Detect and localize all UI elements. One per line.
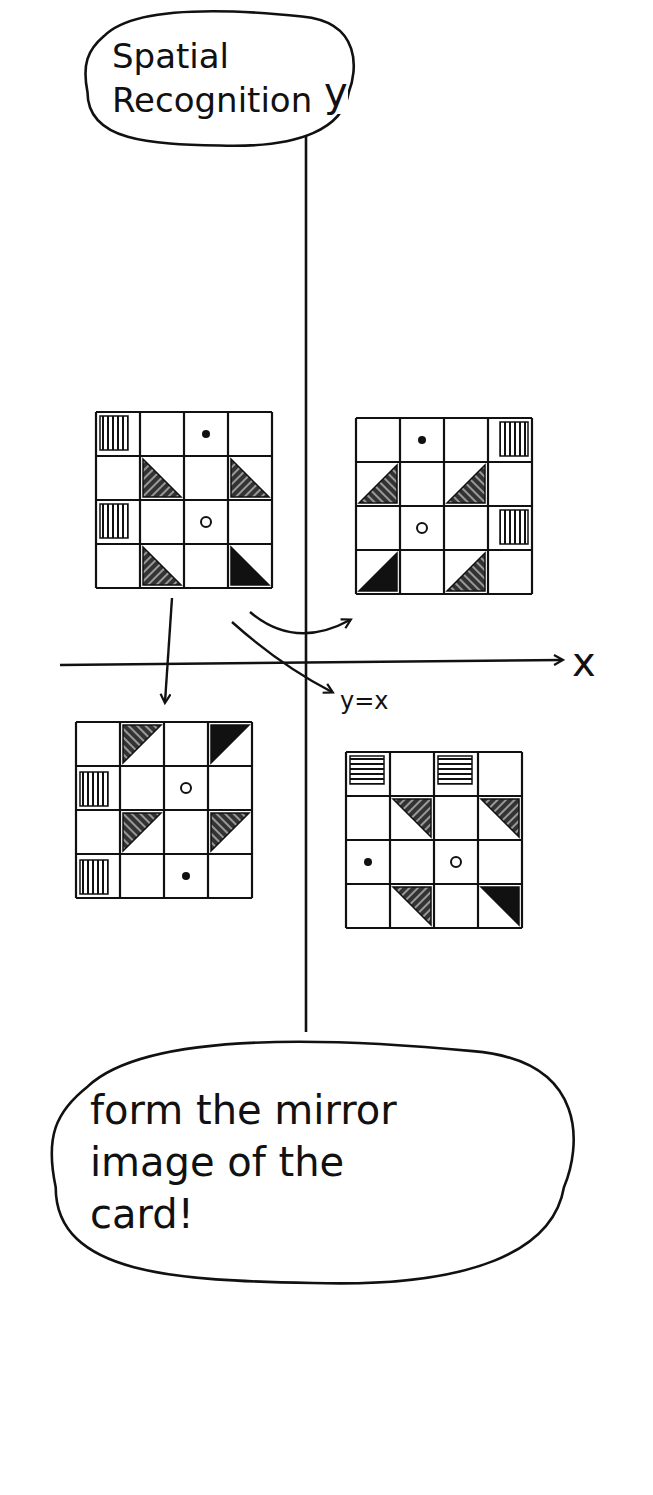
speech-bubble: Spatial Recognition [82,8,357,148]
speech-bubble: form the mirror image of the card! [45,1036,580,1288]
card-grid [346,752,522,928]
bubble-text: Spatial Recognition [112,34,327,122]
axis-label: y [324,70,348,114]
card-grid [96,412,272,588]
bubble-outline [82,8,357,148]
reflect-arrow [165,598,172,702]
reflect-arrow [250,612,350,633]
reflect-arrow [232,622,332,692]
card-grid [76,722,252,898]
bubble-text: form the mirror image of the card! [90,1084,420,1240]
y-axis [305,92,308,1032]
axis-label: x [572,640,596,684]
card-grid [356,418,532,594]
line-label: y=x [340,688,389,714]
x-axis [60,660,562,665]
